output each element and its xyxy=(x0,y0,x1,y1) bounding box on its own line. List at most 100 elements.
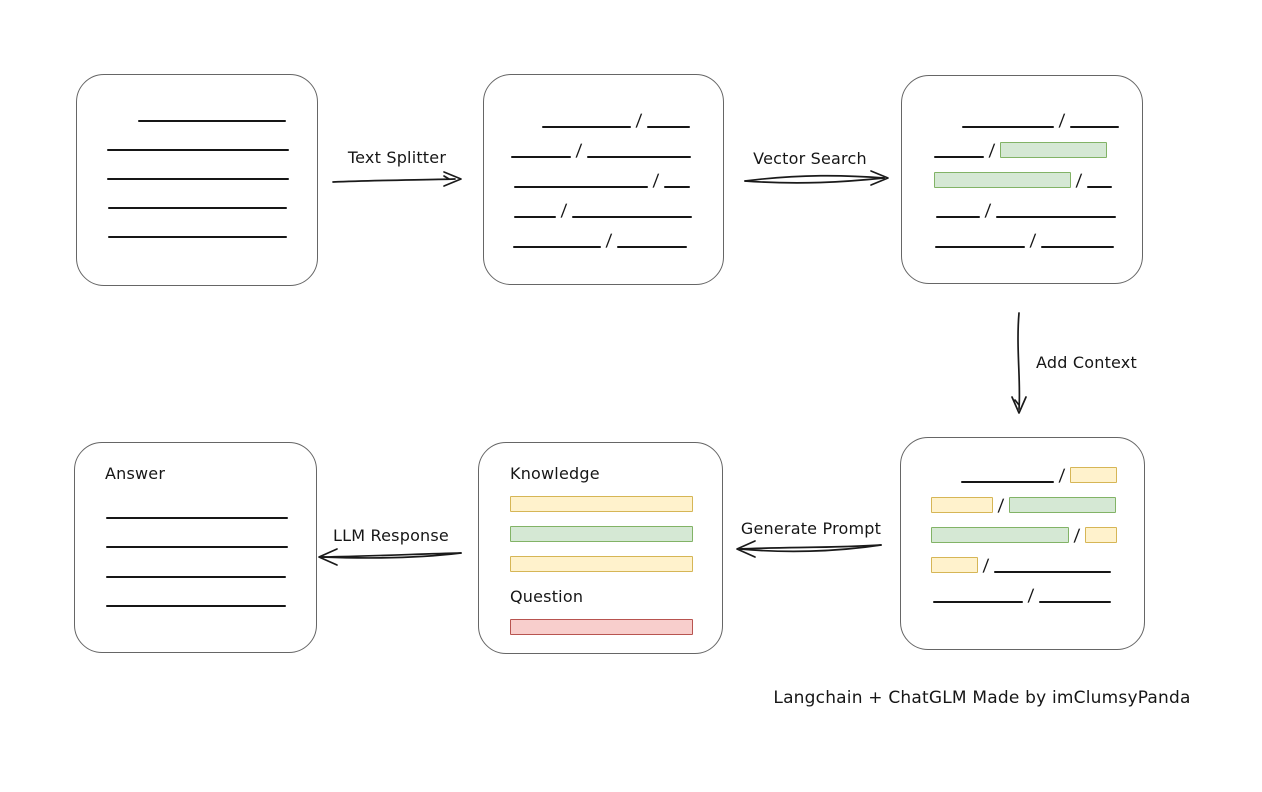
text-line xyxy=(935,246,1025,248)
slash-separator: / xyxy=(1027,586,1035,606)
chunk-row: / xyxy=(933,573,1114,606)
text-splitter-label: Text Splitter xyxy=(347,148,447,167)
slash-separator: / xyxy=(1075,171,1083,191)
chunk-row: / xyxy=(514,188,696,221)
text-line xyxy=(106,546,288,548)
generate-prompt-label: Generate Prompt xyxy=(740,519,882,538)
question-heading: Question xyxy=(510,587,584,606)
chunk-row xyxy=(108,180,287,209)
text-line xyxy=(107,149,289,151)
add-context-arrow xyxy=(1011,312,1027,414)
add-context-label: Add Context xyxy=(1036,353,1137,372)
text-line xyxy=(106,575,286,578)
llm-response-label: LLM Response xyxy=(333,526,449,545)
text-line xyxy=(962,126,1054,128)
answer-heading: Answer xyxy=(105,464,166,483)
text-line xyxy=(934,156,984,158)
slash-separator: / xyxy=(605,231,613,251)
chunk-row xyxy=(108,209,287,238)
text-splitter-arrow xyxy=(332,171,462,187)
chunk-row: / xyxy=(511,128,696,161)
text-line xyxy=(933,601,1023,603)
text-line xyxy=(513,246,601,248)
prompt-box: Knowledge Question xyxy=(478,442,723,654)
chunk-row: / xyxy=(961,453,1117,486)
slash-separator: / xyxy=(652,171,660,191)
chunk-row: / xyxy=(962,98,1119,131)
slash-separator: / xyxy=(1058,111,1066,131)
chunk-row xyxy=(106,548,286,578)
chunk-row xyxy=(106,578,286,607)
text-line xyxy=(616,246,687,248)
slash-separator: / xyxy=(982,556,990,576)
text-line xyxy=(1086,186,1112,188)
chunk-row: / xyxy=(935,218,1114,251)
generate-prompt-arrow xyxy=(736,540,882,558)
chunk-row xyxy=(510,619,693,635)
split-chunks-box: ///// xyxy=(483,74,724,285)
text-line xyxy=(586,156,691,158)
chunk-row: / xyxy=(931,513,1117,546)
text-line xyxy=(514,216,556,218)
text-line xyxy=(961,481,1054,483)
chunk-row: / xyxy=(513,218,696,251)
matched-chunks-box: / / / / / xyxy=(901,75,1143,284)
chunk-row: / xyxy=(931,543,1114,576)
vector-search-arrow xyxy=(744,170,889,186)
text-line xyxy=(646,126,690,128)
highlight-green xyxy=(1008,497,1116,513)
diagram-caption: Langchain + ChatGLM Made by imClumsyPand… xyxy=(773,688,1191,708)
highlight-yellow xyxy=(1069,467,1117,483)
slash-separator: / xyxy=(997,496,1005,516)
llm-response-arrow xyxy=(318,548,462,566)
text-line xyxy=(571,216,692,218)
text-line xyxy=(1040,246,1114,248)
chunk-row: / xyxy=(934,158,1112,191)
slash-separator: / xyxy=(988,141,996,161)
highlight-green xyxy=(934,172,1071,188)
chunk-row xyxy=(107,151,289,180)
knowledge-heading: Knowledge xyxy=(510,464,600,483)
chunk-row: / xyxy=(934,128,1110,161)
highlight-yellow xyxy=(931,557,978,573)
highlight-red xyxy=(510,619,693,635)
text-line xyxy=(106,605,286,607)
text-line xyxy=(993,571,1111,573)
answer-lines xyxy=(105,489,288,607)
text-line xyxy=(138,120,286,122)
chunk-row: / xyxy=(931,483,1116,516)
text-line xyxy=(1069,126,1119,128)
text-line xyxy=(107,178,289,180)
text-line xyxy=(936,216,980,218)
chunk-row xyxy=(510,556,693,572)
text-line xyxy=(108,236,287,238)
text-line xyxy=(542,126,631,128)
text-line xyxy=(514,186,648,188)
highlight-yellow xyxy=(510,556,693,572)
vector-search-label: Vector Search xyxy=(753,149,867,168)
chunk-row: / xyxy=(514,158,696,191)
text-line xyxy=(106,516,288,519)
chunk-row xyxy=(107,122,289,151)
text-line xyxy=(663,186,690,188)
source-document-box xyxy=(76,74,318,286)
chunk-row: / xyxy=(542,98,696,131)
slash-separator: / xyxy=(1058,466,1066,486)
knowledge-bars xyxy=(510,496,693,572)
highlight-green xyxy=(931,527,1069,543)
slash-separator: / xyxy=(1029,231,1037,251)
slash-separator: / xyxy=(635,111,643,131)
slash-separator: / xyxy=(1073,526,1081,546)
text-line xyxy=(511,156,571,158)
chunk-row xyxy=(138,93,287,122)
question-bars xyxy=(510,619,693,635)
chunk-row xyxy=(106,519,288,548)
answer-box: Answer xyxy=(74,442,317,653)
highlight-green xyxy=(999,142,1107,158)
slash-separator: / xyxy=(560,201,568,221)
slash-separator: / xyxy=(984,201,992,221)
chunk-row xyxy=(510,526,693,542)
highlight-yellow xyxy=(1084,527,1117,543)
text-line xyxy=(108,207,287,209)
